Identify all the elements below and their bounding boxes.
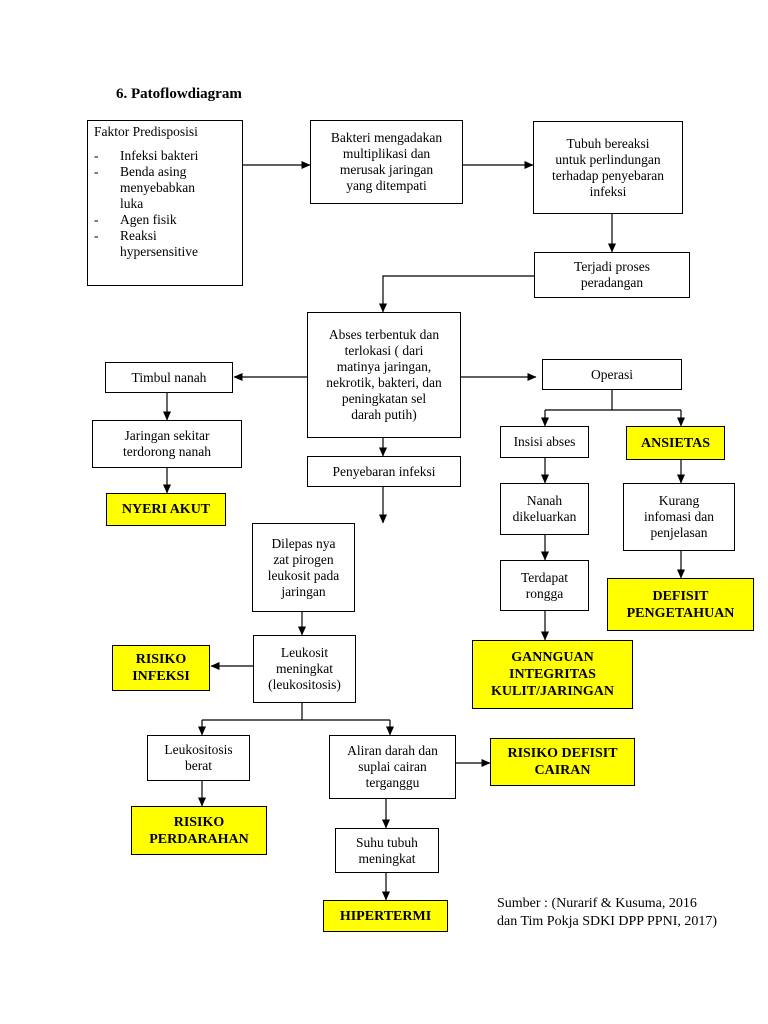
node-terdapat-rongga: Terdapat rongga [500, 560, 589, 611]
list-item: Infeksi bakteri [94, 148, 198, 164]
node-bakteri: Bakteri mengadakan multiplikasi dan meru… [310, 120, 463, 204]
diagnosis-risiko-perdarahan: RISIKO PERDARAHAN [131, 806, 267, 855]
node-abses: Abses terbentuk dan terlokasi ( dari mat… [307, 312, 461, 438]
page-title: 6. Patoflowdiagram [116, 86, 242, 102]
node-nanah-dikeluarkan: Nanah dikeluarkan [500, 483, 589, 535]
node-suhu-tubuh: Suhu tubuh meningkat [335, 828, 439, 873]
node-insisi-abses: Insisi abses [500, 426, 589, 458]
predisposing-factors-title: Faktor Predisposisi [94, 124, 198, 139]
node-leukositosis-berat: Leukositosis berat [147, 735, 250, 781]
node-aliran-darah: Aliran darah dan suplai cairan terganggu [329, 735, 456, 799]
node-peradangan: Terjadi proses peradangan [534, 252, 690, 298]
node-penyebaran-infeksi: Penyebaran infeksi [307, 456, 461, 487]
diagnosis-gangguan-integritas: GANNGUAN INTEGRITAS KULIT/JARINGAN [472, 640, 633, 709]
diagnosis-defisit-pengetahuan: DEFISIT PENGETAHUAN [607, 578, 754, 631]
diagnosis-hipertermi: HIPERTERMI [323, 900, 448, 932]
predisposing-factors-box: Faktor Predisposisi Infeksi bakteri Bend… [87, 120, 243, 286]
list-item: Reaksi hypersensitive [94, 228, 198, 260]
diagnosis-risiko-defisit-cairan: RISIKO DEFISIT CAIRAN [490, 738, 635, 786]
predisposing-factors-list: Infeksi bakteri Benda asing menyebabkan … [94, 148, 198, 260]
node-leukosit-meningkat: Leukosit meningkat (leukositosis) [253, 635, 356, 703]
node-timbul-nanah: Timbul nanah [105, 362, 233, 393]
diagnosis-nyeri-akut: NYERI AKUT [106, 493, 226, 526]
node-zat-pirogen: Dilepas nya zat pirogen leukosit pada ja… [252, 523, 355, 612]
list-item: Benda asing menyebabkan luka [94, 164, 198, 212]
diagnosis-risiko-infeksi: RISIKO INFEKSI [112, 645, 210, 691]
diagnosis-ansietas: ANSIETAS [626, 426, 725, 460]
node-operasi: Operasi [542, 359, 682, 390]
source-citation: Sumber : (Nurarif & Kusuma, 2016 dan Tim… [497, 896, 718, 929]
node-kurang-informasi: Kurang infomasi dan penjelasan [623, 483, 735, 551]
list-item: Agen fisik [94, 212, 198, 228]
node-jaringan-sekitar: Jaringan sekitar terdorong nanah [92, 420, 242, 468]
node-tubuh-bereaksi: Tubuh bereaksi untuk perlindungan terhad… [533, 121, 683, 214]
